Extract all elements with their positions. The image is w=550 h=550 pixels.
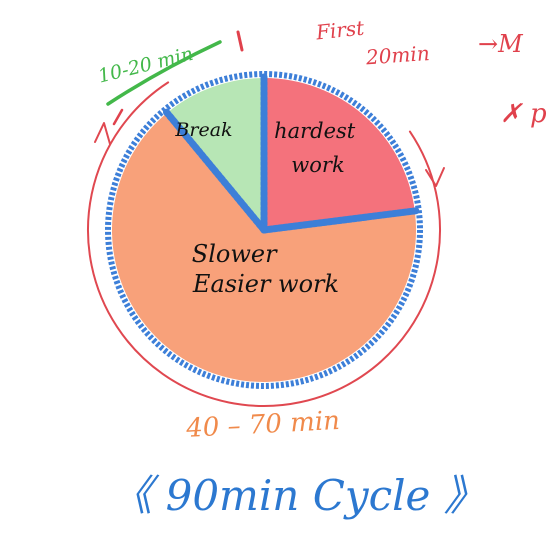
pie-divider-2 xyxy=(260,207,421,234)
break-duration-tick-right xyxy=(236,30,244,52)
diagram-title: 《 90min Cycle 》 xyxy=(110,471,485,520)
slice-label-break: Break xyxy=(174,119,232,141)
first-twenty-note-suffix: →M xyxy=(478,30,524,58)
slice-label-hardest-work: hardest work xyxy=(274,119,362,177)
break-duration-tick-left xyxy=(112,108,124,126)
outer-arc-arrow-left-icon xyxy=(94,122,111,145)
pie-slice-easier xyxy=(111,112,416,382)
first-twenty-note-line-2: 20min xyxy=(364,41,430,69)
break-duration-underline xyxy=(106,40,222,106)
hardest-line-2: work xyxy=(291,153,344,177)
pie-slice-hardest xyxy=(264,78,415,230)
outer-arc-arrow-right-icon xyxy=(425,167,445,187)
easier-line-2: Easier work xyxy=(192,270,339,298)
easier-line-1: Slower xyxy=(192,240,278,268)
break-line-1: Break xyxy=(174,119,232,141)
pie-slice-break xyxy=(167,78,264,230)
pie-outer-ring xyxy=(105,71,423,389)
first-twenty-note-line-1: First xyxy=(314,15,366,44)
red-cross-note: ✗ p xyxy=(500,99,547,129)
pie-slices xyxy=(111,78,416,382)
pie-divider-3 xyxy=(162,107,268,234)
pie-dividers xyxy=(162,72,421,234)
hardest-line-1: hardest xyxy=(274,119,356,143)
outer-cycle-arc xyxy=(87,81,441,407)
slice-label-easier-work: Slower Easier work xyxy=(192,240,339,298)
easier-duration-note: 40 – 70 min xyxy=(185,406,341,444)
